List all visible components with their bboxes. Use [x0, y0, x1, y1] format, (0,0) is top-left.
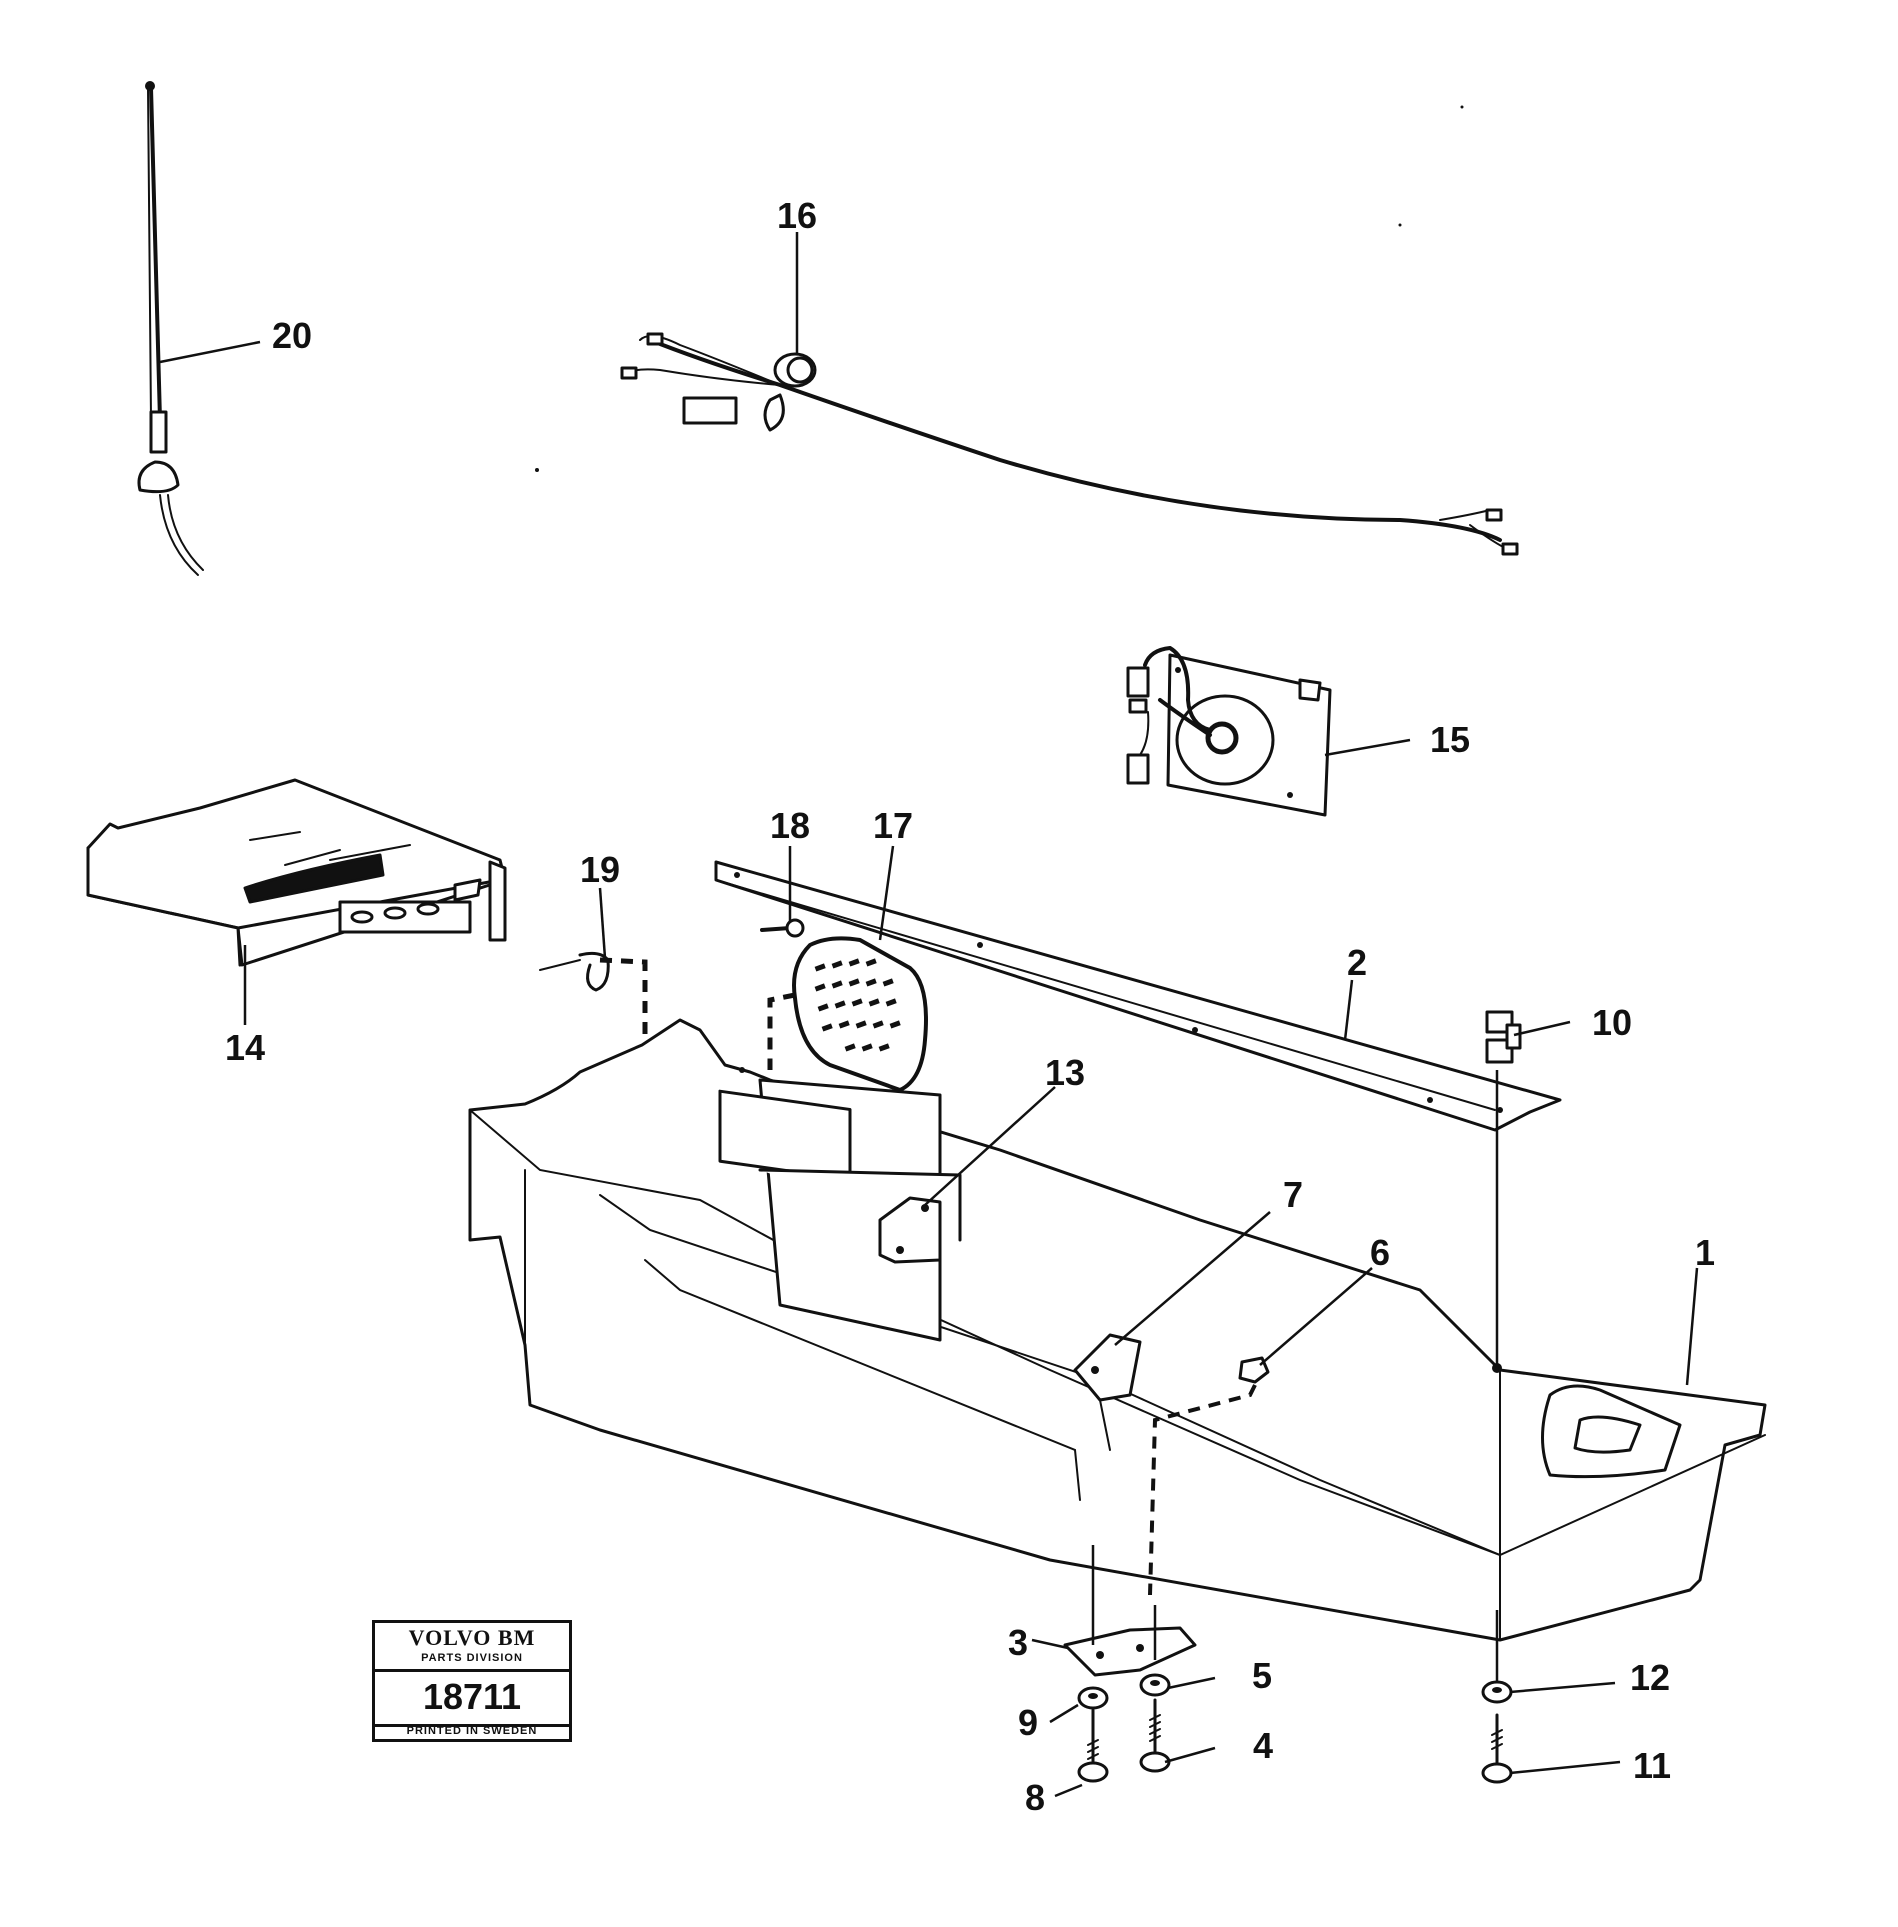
callout-6: 6: [1370, 1232, 1390, 1273]
leader-lines: [159, 232, 1699, 1798]
washer-part-12: [1481, 1680, 1513, 1704]
washer-part-9: [1077, 1686, 1109, 1710]
callout-13: 13: [1045, 1052, 1085, 1093]
screw-part: [760, 918, 805, 938]
callout-14: 14: [225, 1027, 265, 1068]
callout-labels: 1 2 3 4 5 6 7 8 9 10 11 12 13 14 15 16 1…: [225, 195, 1715, 1818]
callout-4: 4: [1253, 1725, 1273, 1766]
washer-part-5: [1139, 1673, 1171, 1697]
badge-number: 18711: [375, 1669, 569, 1727]
screw-part-4: [1139, 1698, 1171, 1773]
callout-20: 20: [272, 315, 312, 356]
fastener-part: [1485, 1010, 1522, 1064]
callout-10: 10: [1592, 1002, 1632, 1043]
callout-12: 12: [1630, 1657, 1670, 1698]
clip-part: [539, 951, 648, 1070]
antenna-part: [137, 81, 204, 576]
callout-7: 7: [1283, 1174, 1303, 1215]
callout-18: 18: [770, 805, 810, 846]
callout-1: 1: [1695, 1232, 1715, 1273]
screw-part-8: [1077, 1708, 1109, 1783]
callout-15: 15: [1430, 719, 1470, 760]
callout-2: 2: [1347, 942, 1367, 983]
callout-5: 5: [1252, 1655, 1272, 1696]
plate-part: [1063, 1626, 1197, 1677]
radio-part: [86, 778, 507, 967]
console-body-part: [468, 1018, 1767, 1642]
callout-11: 11: [1633, 1745, 1671, 1786]
callout-3: 3: [1008, 1622, 1028, 1663]
callout-9: 9: [1018, 1702, 1038, 1743]
mounting-rail-part: [714, 860, 1562, 1132]
bracket-part-7: [1073, 1333, 1142, 1451]
callout-16: 16: [777, 195, 817, 236]
badge-footer: PRINTED IN SWEDEN: [406, 1725, 538, 1737]
grille-part: [767, 936, 928, 1092]
wiring-harness-part: [620, 332, 1519, 556]
bracket-part-13: [878, 1196, 942, 1264]
callout-19: 19: [580, 849, 620, 890]
speaker-part: [1126, 645, 1332, 817]
callout-8: 8: [1025, 1777, 1045, 1818]
volvo-bm-parts-badge: VOLVO BM PARTS DIVISION 18711 PRINTED IN…: [372, 1620, 572, 1742]
badge-division: PARTS DIVISION: [421, 1652, 523, 1664]
screw-part-11: [1481, 1713, 1513, 1784]
badge-brand: VOLVO BM: [408, 1625, 536, 1650]
callout-17: 17: [873, 805, 913, 846]
